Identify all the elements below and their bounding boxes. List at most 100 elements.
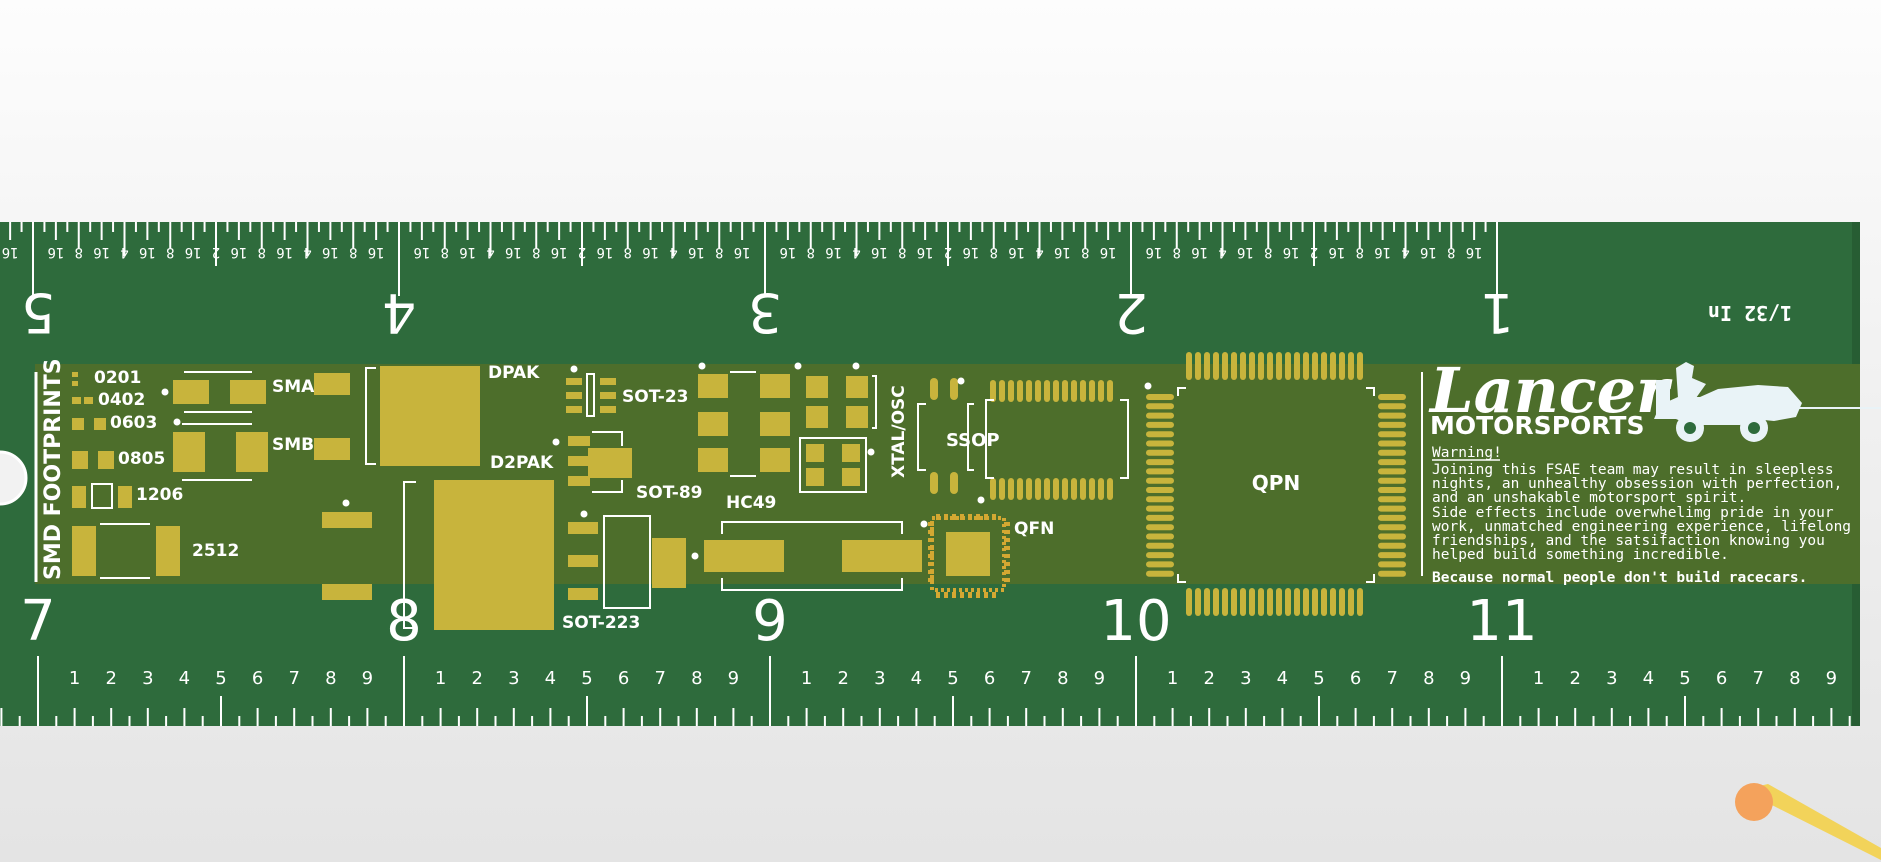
sot223-silk	[603, 515, 651, 609]
qfn-pad	[952, 592, 956, 598]
qfn-pad	[1004, 530, 1010, 534]
fraction-label: 4	[1035, 244, 1043, 260]
fraction-label: 16	[505, 244, 522, 260]
pin1-dot	[173, 418, 181, 426]
label-dpak: DPAK	[488, 363, 540, 383]
cm-number: 11	[1466, 589, 1537, 654]
label-d2pak: D2PAK	[490, 453, 554, 473]
label-sot23: SOT-23	[622, 387, 689, 407]
pin1-dot	[570, 365, 578, 373]
pin1-dot	[957, 377, 965, 385]
mm-label: 7	[1386, 668, 1397, 689]
mm-label: 6	[252, 668, 263, 689]
qpn-pad	[1146, 477, 1174, 484]
ssop-pads	[928, 378, 1113, 598]
qpn-pad	[1378, 514, 1406, 521]
logo-motorsports: MOTORSPORTS	[1430, 411, 1644, 440]
qfn-pad	[1004, 546, 1010, 550]
qpn-pad	[1231, 588, 1237, 616]
fraction-label: 16	[368, 244, 385, 260]
fraction-label: 8	[75, 244, 83, 260]
fraction-label: 16	[459, 244, 476, 260]
fraction-label: 16	[413, 244, 430, 260]
qfn-pad	[960, 592, 964, 598]
qpn-pad	[1339, 588, 1345, 616]
label-0603: 0603	[110, 413, 157, 433]
top-fraction-labels: 1681641681621681641681616816416816216816…	[2, 244, 1483, 260]
qpn-pad	[1378, 468, 1406, 475]
mm-label: 6	[618, 668, 629, 689]
mm-label: 4	[179, 668, 190, 689]
qfn-pad	[944, 592, 948, 598]
ssop-pad	[1044, 380, 1050, 402]
fraction-label: 16	[276, 244, 293, 260]
mounting-hole	[0, 450, 28, 506]
fraction-label: 16	[596, 244, 613, 260]
fraction-label: 16	[1237, 244, 1254, 260]
inch-number: 3	[748, 281, 782, 344]
qfn-pad	[928, 530, 934, 534]
qpn-pad	[1276, 352, 1282, 380]
fraction-label: 16	[230, 244, 247, 260]
sot23-pads	[566, 378, 616, 413]
qfn-pad	[1004, 562, 1010, 566]
fraction-label: 2	[578, 244, 586, 260]
qfn-pad	[968, 592, 972, 598]
label-2512: 2512	[192, 541, 239, 561]
fraction-label: 4	[669, 244, 677, 260]
mm-label: 6	[1350, 668, 1361, 689]
pin1-dot	[552, 438, 560, 446]
dpak-silk	[365, 367, 416, 629]
fraction-label: 4	[1401, 244, 1409, 260]
qpn-pad	[1146, 514, 1174, 521]
qpn-pad	[1378, 394, 1406, 400]
warning-line-7: helped build something incredible.	[1432, 547, 1729, 563]
fraction-label: 16	[1145, 244, 1162, 260]
fraction-label: 16	[322, 244, 339, 260]
mm-label: 8	[1423, 668, 1434, 689]
mm-label: 4	[1277, 668, 1288, 689]
ssop-pad	[1035, 380, 1041, 402]
label-smb: SMB	[272, 435, 314, 455]
inch-number: 1	[1480, 281, 1514, 344]
qpn-pad	[1312, 588, 1318, 616]
qpn-pad	[1231, 352, 1237, 380]
fraction-label: 8	[1264, 244, 1272, 260]
qpn-pad	[1330, 588, 1336, 616]
mm-label: 3	[508, 668, 519, 689]
footprints-title: SMD FOOTPRINTS	[41, 358, 66, 580]
qpn-pad	[1146, 552, 1174, 559]
qpn-pad	[1195, 352, 1201, 380]
fraction-label: 16	[1420, 244, 1437, 260]
fraction-label: 8	[898, 244, 906, 260]
qfn-pad	[928, 554, 934, 558]
mm-label: 9	[1094, 668, 1105, 689]
qpn-pad	[1258, 352, 1264, 380]
qfn-pad	[1004, 554, 1010, 558]
mm-label: 7	[1752, 668, 1763, 689]
qpn-pad	[1146, 449, 1174, 456]
fraction-label: 16	[185, 244, 202, 260]
label-qpn: QPN	[1252, 471, 1300, 495]
mm-label: 1	[435, 668, 446, 689]
mm-label: 1	[801, 668, 812, 689]
mm-label: 2	[471, 668, 482, 689]
warning-line-2: nights, an unhealthy obsession with perf…	[1432, 476, 1842, 492]
fraction-label: 8	[715, 244, 723, 260]
qpn-pad	[1249, 588, 1255, 616]
mm-label: 2	[1569, 668, 1580, 689]
qpn-pad	[1267, 352, 1273, 380]
qpn-pad	[1146, 431, 1174, 438]
mm-label: 7	[1020, 668, 1031, 689]
qpn-pad	[1146, 440, 1174, 447]
mm-label: 9	[1460, 668, 1471, 689]
unit-label: 1/32 In	[1708, 301, 1792, 325]
fraction-label: 4	[120, 244, 128, 260]
mm-label: 7	[288, 668, 299, 689]
qpn-pad	[1312, 352, 1318, 380]
ssop-pad	[1008, 478, 1014, 500]
qpn-pad	[1276, 588, 1282, 616]
qfn-pad	[1004, 570, 1010, 574]
pin1-dot	[794, 362, 802, 370]
label-0201: 0201	[94, 368, 141, 388]
